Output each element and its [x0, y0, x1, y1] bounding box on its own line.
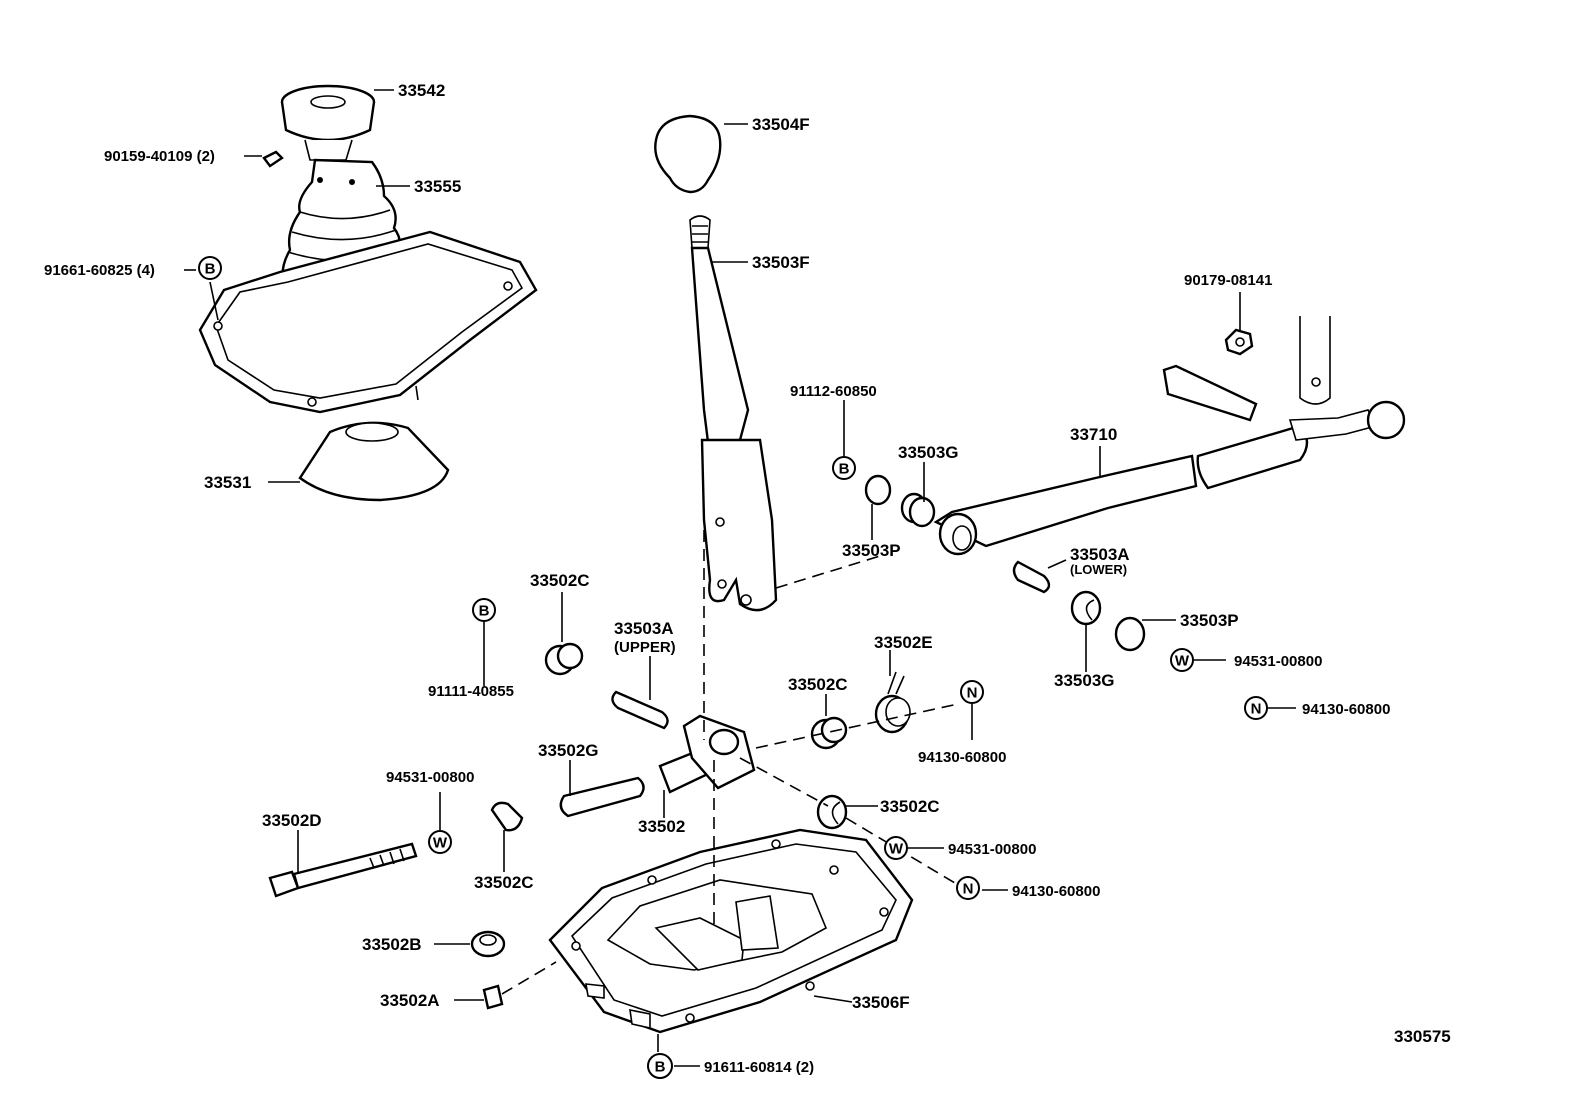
badge-n-mid: N [960, 680, 984, 704]
svg-text:B: B [479, 603, 490, 620]
bolt-33502D [268, 842, 418, 898]
rod-33710 [933, 316, 1406, 556]
bushing-33502C-b [810, 716, 848, 750]
svg-text:B: B [205, 261, 216, 278]
label-33502C-d: 33502C [880, 797, 940, 816]
label-33502A: 33502A [380, 991, 440, 1010]
badge-b-91111: B [472, 598, 496, 622]
label-94130-60800-right: 94130-60800 [1302, 701, 1390, 718]
boot-33531 [298, 421, 450, 502]
svg-text:W: W [889, 841, 904, 858]
badge-n-low: N [956, 876, 980, 900]
label-33502G: 33502G [538, 741, 599, 760]
bushing-33502C-c [490, 801, 524, 832]
collar-33502A [482, 984, 504, 1010]
label-90159-40109: 90159-40109 (2) [104, 148, 215, 165]
badge-w-left: W [428, 830, 452, 854]
label-91611-60814: 91611-60814 (2) [704, 1059, 814, 1076]
label-91112-60850: 91112-60850 [790, 383, 877, 400]
svg-text:N: N [1251, 701, 1262, 718]
badge-b-91661: B [198, 256, 222, 280]
label-33506F: 33506F [852, 993, 910, 1012]
label-33502: 33502 [638, 817, 685, 836]
badge-n-right: N [1244, 696, 1268, 720]
label-91111-40855: 91111-40855 [428, 683, 514, 700]
pin-33503A-upper [611, 690, 669, 730]
retainer-33502 [658, 714, 756, 794]
housing-33506F [548, 828, 914, 1034]
lever-33503F [689, 215, 778, 612]
label-33531: 33531 [204, 473, 251, 492]
label-33502B: 33502B [362, 935, 422, 954]
label-33503A-upper: 33503A [614, 619, 674, 638]
label-33503F: 33503F [752, 253, 810, 272]
svg-text:B: B [839, 461, 850, 478]
bushing-33502C-a [544, 642, 584, 676]
badge-w-mid: W [884, 836, 908, 860]
badge-b-91112: B [832, 456, 856, 480]
label-33503A-lower: 33503A [1070, 545, 1130, 564]
label-33502E: 33502E [874, 633, 933, 652]
label-33503G-top: 33503G [898, 443, 959, 462]
label-33503A-upper-sub: (UPPER) [614, 639, 676, 656]
label-33503A-lower-sub: (LOWER) [1070, 562, 1127, 577]
svg-text:W: W [1175, 653, 1190, 670]
spring-33502E [874, 671, 911, 734]
badge-b-91611: B [647, 1053, 673, 1079]
label-94130-60800-mid: 94130-60800 [918, 749, 1006, 766]
label-33502C-c: 33502C [474, 873, 534, 892]
svg-text:B: B [655, 1059, 666, 1076]
boot-cap-33542 [280, 84, 376, 161]
bushing-33503G-right [1070, 590, 1102, 626]
label-33555: 33555 [414, 177, 461, 196]
label-94531-00800-mid: 94531-00800 [948, 841, 1036, 858]
svg-text:N: N [963, 881, 974, 898]
label-33504F: 33504F [752, 115, 810, 134]
ring-33503P-right [1114, 616, 1146, 652]
label-94531-00800-right: 94531-00800 [1234, 653, 1322, 670]
label-33503G-right: 33503G [1054, 671, 1115, 690]
label-33710: 33710 [1070, 425, 1117, 444]
screw-90159 [262, 150, 284, 168]
label-33502C-a: 33502C [530, 571, 590, 590]
ring-33503P-left [864, 474, 892, 506]
label-33502C-b: 33502C [788, 675, 848, 694]
svg-text:N: N [967, 685, 978, 702]
nut-90179 [1224, 328, 1254, 356]
knob-33504F [654, 114, 722, 194]
label-33542: 33542 [398, 81, 445, 100]
label-94531-00800-left: 94531-00800 [386, 769, 474, 786]
cushion-33502B [470, 930, 506, 958]
boot-plate [198, 230, 538, 414]
label-33503P-right: 33503P [1180, 611, 1239, 630]
label-91661-60825: 91661-60825 (4) [44, 262, 155, 279]
badge-w-right: W [1170, 648, 1194, 672]
label-90179-08141: 90179-08141 [1184, 272, 1272, 289]
label-94130-60800-low: 94130-60800 [1012, 883, 1100, 900]
svg-text:W: W [433, 835, 448, 852]
pin-33503A-lower [1012, 560, 1051, 594]
collar-33502G [559, 776, 645, 818]
diagram-id: 330575 [1394, 1027, 1451, 1046]
label-33503P-left: 33503P [842, 541, 901, 560]
label-33502D: 33502D [262, 811, 322, 830]
bushing-33502C-d [816, 794, 848, 830]
bushing-33503G-top [900, 492, 936, 528]
